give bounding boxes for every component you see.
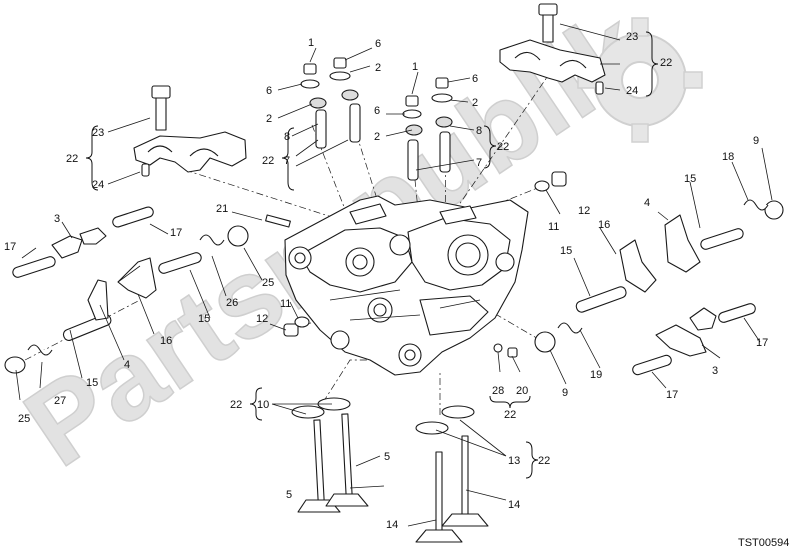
callout-8: 8 (284, 131, 290, 143)
callout-17: 17 (170, 227, 182, 239)
callout-9: 9 (562, 387, 568, 399)
callout-10: 10 (257, 399, 269, 411)
cap-bolt (155, 97, 167, 131)
callout-20: 20 (516, 385, 528, 397)
callout-23: 23 (92, 127, 104, 139)
cam-cap-right (499, 3, 606, 95)
callout-13: 13 (508, 455, 520, 467)
callout-11: 11 (548, 221, 559, 233)
callout-12: 12 (256, 313, 268, 325)
callout-15: 15 (198, 313, 210, 325)
callout-9: 9 (753, 135, 759, 147)
rocker-assembly-right (534, 171, 784, 376)
callout-8: 8 (476, 125, 482, 137)
callout-22: 22 (497, 141, 509, 153)
callout-22: 22 (504, 409, 516, 421)
callout-1: 1 (308, 37, 314, 49)
callout-3: 3 (54, 213, 60, 225)
leader-lines (15, 23, 773, 527)
callout-labels: 1 6 2 6 2 8 22 7 1 6 2 6 2 8 22 7 23 22 … (4, 31, 768, 531)
rocker-assembly-left (4, 206, 249, 374)
callout-15: 15 (86, 377, 98, 389)
small-fittings (265, 214, 518, 358)
callout-2: 2 (472, 97, 478, 109)
callout-17: 17 (756, 337, 768, 349)
dowel (595, 81, 604, 95)
valves (291, 397, 489, 543)
callout-6: 6 (266, 85, 272, 97)
callout-19: 19 (590, 369, 602, 381)
callout-17: 17 (4, 241, 16, 253)
callout-22: 22 (66, 153, 78, 165)
callout-15: 15 (684, 173, 696, 185)
callout-7: 7 (284, 155, 290, 167)
valve-keepers-guides (300, 57, 453, 181)
callout-17: 17 (666, 389, 678, 401)
callout-2: 2 (374, 131, 380, 143)
cylinder-head (284, 195, 529, 376)
callout-4: 4 (124, 359, 130, 371)
callout-28: 28 (492, 385, 504, 397)
callout-23: 23 (626, 31, 638, 43)
callout-14: 14 (386, 519, 398, 531)
callout-25: 25 (18, 413, 30, 425)
callout-15: 15 (560, 245, 572, 257)
callout-5: 5 (286, 489, 292, 501)
callout-21: 21 (216, 203, 228, 215)
callout-22: 22 (538, 455, 550, 467)
callout-22: 22 (660, 57, 672, 69)
group-braces (85, 31, 659, 479)
callout-12: 12 (578, 205, 590, 217)
callout-25: 25 (262, 277, 274, 289)
callout-6: 6 (472, 73, 478, 85)
callout-14: 14 (508, 499, 520, 511)
callout-16: 16 (598, 219, 610, 231)
callout-27: 27 (54, 395, 66, 407)
callout-16: 16 (160, 335, 172, 347)
callout-7: 7 (476, 157, 482, 169)
watermark-gear-icon (577, 17, 703, 143)
cap-bolt (542, 13, 554, 43)
cam-cap-left (133, 85, 247, 177)
callout-2: 2 (266, 113, 272, 125)
callout-1: 1 (412, 61, 418, 73)
dowel (141, 163, 150, 177)
callout-2: 2 (375, 62, 381, 74)
callout-6: 6 (375, 38, 381, 50)
callout-22: 22 (262, 155, 274, 167)
callout-24: 24 (626, 85, 638, 97)
callout-22: 22 (230, 399, 242, 411)
callout-11: 11 (280, 298, 291, 310)
callout-6: 6 (374, 105, 380, 117)
callout-26: 26 (226, 297, 238, 309)
callout-24: 24 (92, 179, 104, 191)
drawing-code: TST00594 (738, 537, 789, 549)
callout-3: 3 (712, 365, 718, 377)
callout-18: 18 (722, 151, 734, 163)
callout-5: 5 (384, 451, 390, 463)
callout-4: 4 (644, 197, 650, 209)
